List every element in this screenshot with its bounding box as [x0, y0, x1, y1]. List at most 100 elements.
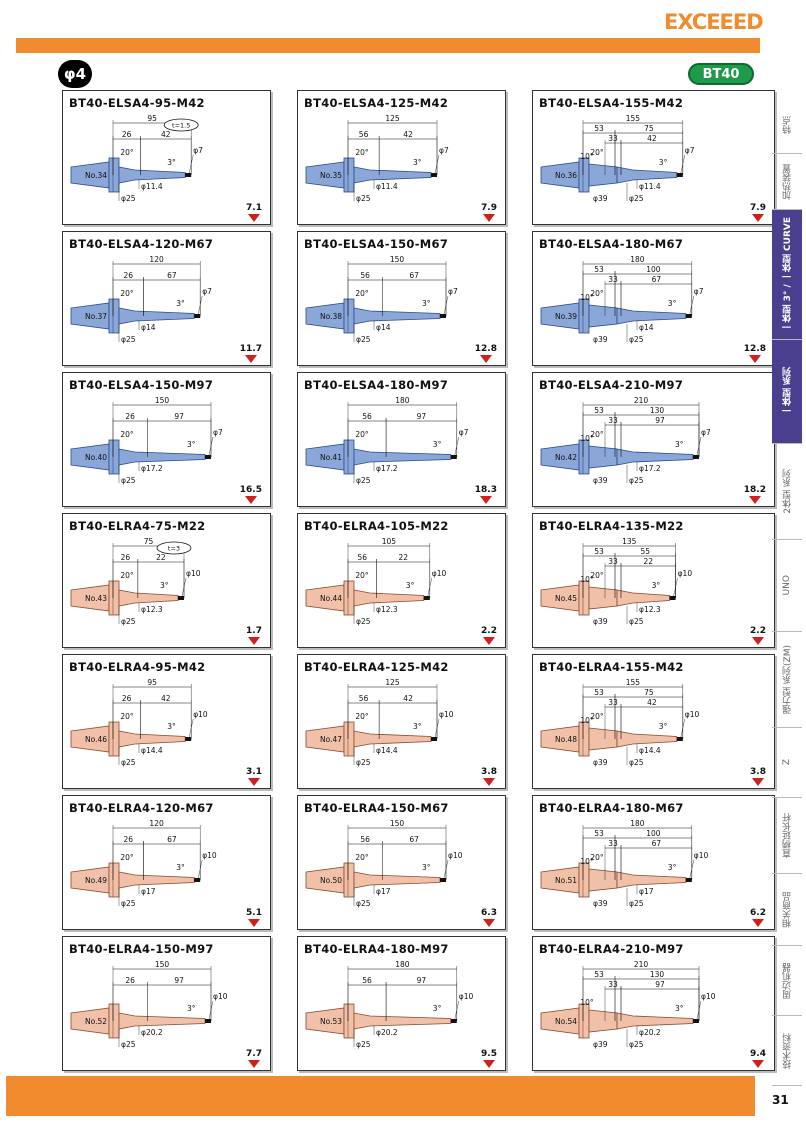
taper-angle: 20° [590, 148, 604, 157]
dimension-a: 53 [594, 970, 604, 979]
diameter-neck: φ17.2 [141, 464, 163, 473]
sidebar-tab[interactable]: 一体型 3° / 一体型 CURVE [772, 210, 802, 340]
tool-flange [343, 580, 355, 616]
thickness-note-text: t=1.5 [172, 122, 190, 130]
tool-neck [353, 166, 432, 184]
weight-indicator: 12.8 [744, 345, 766, 363]
sidebar-tab[interactable]: 特点 [772, 96, 802, 154]
diameter-tip: φ7 [694, 287, 704, 296]
tool-neck [616, 166, 678, 184]
tool-tip [178, 596, 184, 600]
sidebar-tab[interactable]: 2体型 系列 [772, 444, 802, 540]
diameter-neck: φ17 [376, 887, 391, 896]
product-model: BT40-ELSA4-125-M42 [304, 96, 449, 110]
tool-tip [676, 173, 683, 177]
weight-value: 6.3 [481, 908, 497, 918]
product-model: BT40-ELSA4-150-M67 [304, 237, 449, 251]
neck-angle: 3° [652, 581, 661, 590]
dimension-c: 33 [608, 698, 618, 707]
weight-value: 7.9 [750, 203, 766, 213]
weight-value: 18.3 [474, 485, 497, 495]
dimension-overall: 180 [395, 960, 410, 969]
down-arrow-icon [244, 355, 257, 363]
tool-neck [118, 871, 195, 889]
weight-value: 3.1 [246, 767, 262, 777]
dimension-a: 53 [594, 829, 604, 838]
tool-neck [118, 589, 179, 607]
dimension-overall: 95 [147, 678, 157, 687]
tool-neck [353, 448, 452, 466]
diameter-neck: φ20.2 [376, 1028, 398, 1037]
sidebar-tab[interactable]: Z [772, 728, 802, 798]
sidebar-tab[interactable]: 一体型 系列 [772, 340, 802, 444]
down-arrow-icon [483, 214, 496, 222]
sidebar-tab-label: 特点 [782, 115, 793, 134]
diameter-neck: φ12.3 [376, 605, 398, 614]
neck-angle: 3° [675, 440, 684, 449]
diameter-tip: φ7 [701, 428, 711, 437]
taper-angle-2: 10° [580, 434, 594, 443]
sidebar-tab[interactable]: 强力型 系列(ZM) [772, 632, 802, 728]
sidebar-tab-label: Z [782, 759, 792, 766]
tool-flange [578, 862, 590, 898]
dimension-overall: 125 [385, 678, 400, 687]
sidebar-tab[interactable]: UNO [772, 540, 802, 632]
taper-angle: 20° [120, 289, 134, 298]
dimension-b: 130 [650, 970, 665, 979]
diameter-neck: φ17.2 [376, 464, 398, 473]
dimension-a: 56 [358, 553, 368, 562]
taper-angle: 20° [355, 430, 369, 439]
tool-neck [353, 730, 432, 748]
down-arrow-icon [752, 778, 765, 786]
sidebar-tab[interactable]: 周边机器 [772, 946, 802, 1016]
diameter-tip: φ10 [685, 710, 700, 719]
diameter-tip: φ7 [193, 146, 203, 155]
dimension-a: 53 [594, 406, 604, 415]
dimension-b: 130 [650, 406, 665, 415]
dimension-c: 33 [608, 416, 618, 425]
sidebar-tab[interactable]: 加热装置 [772, 154, 802, 210]
sidebar-tab[interactable]: 相关商品 [772, 874, 802, 946]
dimension-b: 100 [646, 265, 661, 274]
taper-angle-2: 10° [580, 293, 594, 302]
weight-value: 7.7 [246, 1049, 262, 1059]
tool-number: No.45 [555, 594, 577, 603]
sidebar-tab[interactable]: 直柄延长杆 [772, 798, 802, 874]
diameter-neck: φ12.3 [639, 605, 661, 614]
tool-tip [194, 314, 201, 318]
diameter-body: φ25 [356, 758, 371, 767]
tool-tip [185, 737, 192, 741]
product-model: BT40-ELSA4-180-M67 [539, 237, 684, 251]
neck-angle: 3° [176, 299, 185, 308]
sidebar-tab[interactable]: 技术资料 [772, 1016, 802, 1086]
dimension-overall: 180 [630, 255, 645, 264]
diameter-tip: φ7 [459, 428, 469, 437]
dimension-b: 97 [174, 412, 184, 421]
taper-angle: 20° [120, 712, 134, 721]
